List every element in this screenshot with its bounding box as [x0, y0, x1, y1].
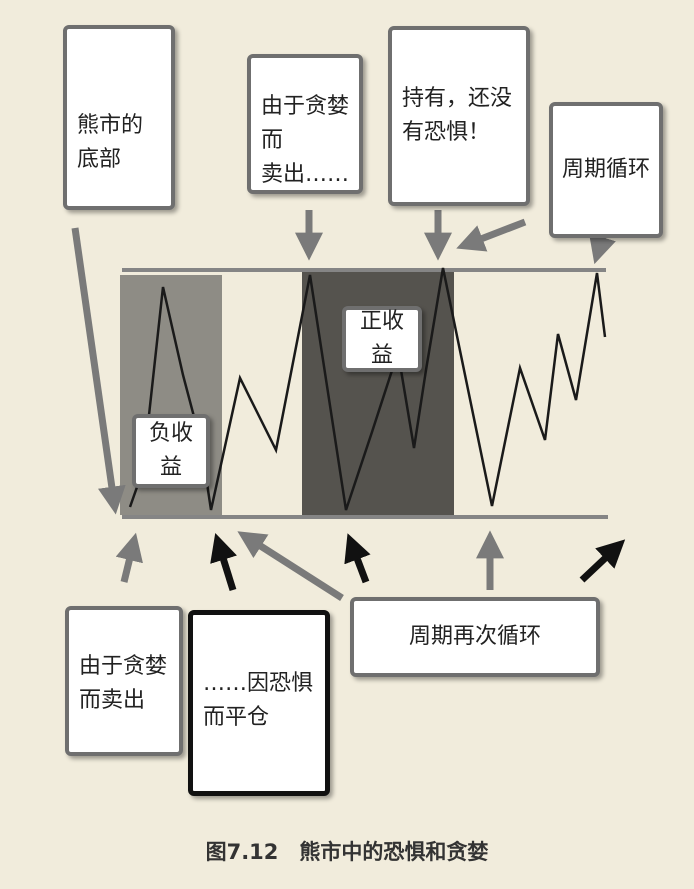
figure-caption: 图7.12 熊市中的恐惧和贪婪 — [205, 840, 489, 864]
label-greed-sell-top: 由于贪婪而 卖出…… — [247, 54, 363, 194]
arrow-bear-bottom — [71, 227, 126, 515]
arrow-cycle-again-left — [237, 531, 344, 601]
label-hold-no-fear: 持有，还没 有恐惧！ — [388, 26, 530, 206]
label-greed-sell-bottom: 由于贪婪 而卖出 — [65, 606, 183, 756]
label-positive-return: 正收益 — [342, 306, 422, 372]
arrow-cycle-to-peak — [456, 218, 527, 252]
arrow-fear-close — [210, 532, 237, 592]
label-negative-return: 负收益 — [132, 414, 210, 488]
label-bear-market-bottom: 熊市的底部 — [63, 25, 175, 210]
arrow-continuation — [579, 539, 626, 583]
label-fear-close: ……因恐惧 而平仓 — [188, 610, 330, 796]
price-line — [128, 267, 607, 511]
arrow-greed-sell-bottom — [115, 532, 143, 583]
arrow-cycle-again-black — [344, 533, 371, 584]
label-cycle: 周期循环 — [549, 102, 663, 238]
label-cycle-again: 周期再次循环 — [350, 597, 600, 677]
